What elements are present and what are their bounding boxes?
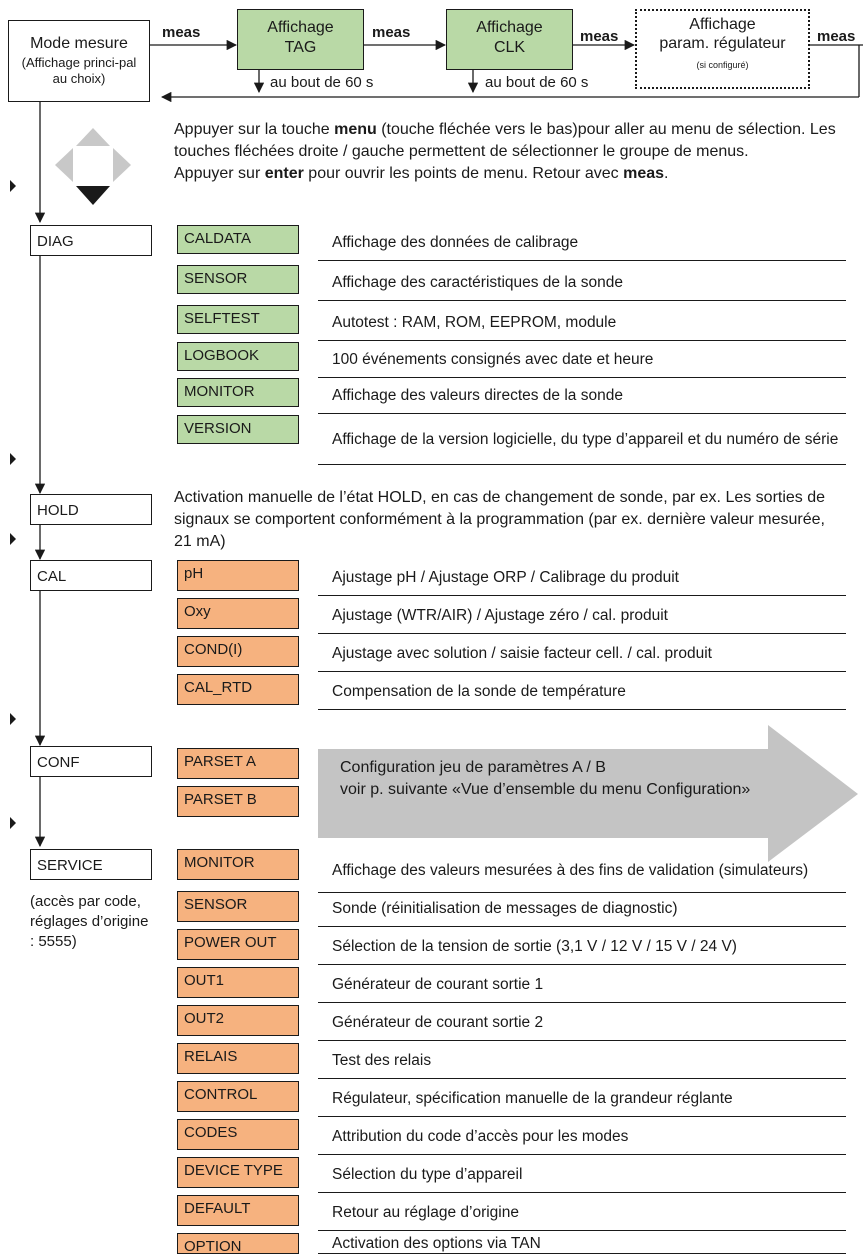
menu-item-default[interactable]: DEFAULT xyxy=(177,1195,299,1226)
menu-item-description: Affichage des données de calibrage xyxy=(318,225,846,261)
intro-p2-mid: pour ouvrir les points de menu. Retour a… xyxy=(303,165,624,182)
menu-item-description: Compensation de la sonde de température xyxy=(318,674,846,710)
display-tag-box: Affichage TAG xyxy=(237,9,364,70)
group-hold: HOLD xyxy=(30,494,152,525)
menu-item-description: Autotest : RAM, ROM, EEPROM, module xyxy=(318,305,846,341)
menu-item-description: Générateur de courant sortie 2 xyxy=(318,1005,846,1041)
display-clk-box: Affichage CLK xyxy=(446,9,573,70)
menu-item-version[interactable]: VERSION xyxy=(177,415,299,444)
intro-key-enter: enter xyxy=(264,165,304,182)
menu-item-description: Ajustage avec solution / saisie facteur … xyxy=(318,636,846,672)
hold-text: Activation manuelle de l’état HOLD, en c… xyxy=(174,489,826,550)
right-key-icon xyxy=(113,148,131,182)
menu-item-out1[interactable]: OUT1 xyxy=(177,967,299,998)
menu-item-description: Affichage des valeurs mesurées à des fin… xyxy=(318,849,846,893)
menu-item-codes[interactable]: CODES xyxy=(177,1119,299,1150)
menu-item-cal-rtd[interactable]: CAL_RTD xyxy=(177,674,299,705)
conf-text-line1: Configuration jeu de paramètres A / B xyxy=(340,759,606,776)
menu-item-selftest[interactable]: SELFTEST xyxy=(177,305,299,334)
intro-p2-end: . xyxy=(664,165,669,182)
menu-item-control[interactable]: CONTROL xyxy=(177,1081,299,1112)
menu-item-caldata[interactable]: CALDATA xyxy=(177,225,299,254)
left-key-icon xyxy=(55,148,73,182)
intro-p1-post: (touche fléchée vers le bas)pour aller a… xyxy=(174,121,836,160)
marker-icon xyxy=(10,453,16,465)
mode-mesure-box: Mode mesure (Affichage princi-pal au cho… xyxy=(8,20,150,102)
timeout-label: au bout de 60 s xyxy=(485,74,589,91)
menu-item-description: Attribution du code d’accès pour les mod… xyxy=(318,1119,846,1155)
menu-item-logbook[interactable]: LOGBOOK xyxy=(177,342,299,371)
meas-label: meas xyxy=(817,28,856,45)
meas-label: meas xyxy=(580,28,619,45)
menu-item-description: 100 événements consignés avec date et he… xyxy=(318,342,846,378)
timeout-label: au bout de 60 s xyxy=(270,74,374,91)
menu-item-description: Test des relais xyxy=(318,1043,846,1079)
display-regulator-note: (si configuré) xyxy=(696,60,749,70)
intro-text: Appuyer sur la touche menu (touche fléch… xyxy=(174,119,844,185)
display-clk-line2: CLK xyxy=(493,39,526,56)
menu-item-monitor[interactable]: MONITOR xyxy=(177,378,299,407)
menu-item-relais[interactable]: RELAIS xyxy=(177,1043,299,1074)
menu-item-parset-a[interactable]: PARSET A xyxy=(177,748,299,779)
display-regulator-line2: param. régulateur xyxy=(659,35,786,52)
menu-item-oxy[interactable]: Oxy xyxy=(177,598,299,629)
intro-key-meas: meas xyxy=(623,165,665,182)
marker-icon xyxy=(10,533,16,545)
menu-item-description: Sélection du type d’appareil xyxy=(318,1157,846,1193)
menu-item-description: Affichage des caractéristiques de la son… xyxy=(318,265,846,301)
menu-item-cond-i-[interactable]: COND(I) xyxy=(177,636,299,667)
menu-item-description: Retour au réglage d’origine xyxy=(318,1195,846,1231)
conf-text: Configuration jeu de paramètres A / B vo… xyxy=(340,757,750,801)
intro-p1-pre: Appuyer sur la touche xyxy=(174,121,335,138)
marker-icon xyxy=(10,180,16,192)
display-clk-line1: Affichage xyxy=(476,19,543,36)
group-cal: CAL xyxy=(30,560,152,591)
mode-title: Mode mesure xyxy=(30,35,128,52)
menu-item-monitor[interactable]: MONITOR xyxy=(177,849,299,880)
menu-item-out2[interactable]: OUT2 xyxy=(177,1005,299,1036)
intro-key-menu: menu xyxy=(334,121,377,138)
menu-item-description: Affichage de la version logicielle, du t… xyxy=(318,415,846,465)
display-tag-line2: TAG xyxy=(284,39,317,56)
menu-item-ph[interactable]: pH xyxy=(177,560,299,591)
marker-icon xyxy=(10,713,16,725)
mode-subtitle: (Affichage princi-pal au choix) xyxy=(21,55,137,86)
menu-item-description: Ajustage pH / Ajustage ORP / Calibrage d… xyxy=(318,560,846,596)
group-conf: CONF xyxy=(30,746,152,777)
marker-icon xyxy=(10,817,16,829)
group-service: SERVICE xyxy=(30,849,152,880)
meas-label: meas xyxy=(162,24,201,41)
menu-item-parset-b[interactable]: PARSET B xyxy=(177,786,299,817)
group-diag: DIAG xyxy=(30,225,152,256)
display-tag-line1: Affichage xyxy=(267,19,334,36)
menu-item-description: Affichage des valeurs directes de la son… xyxy=(318,378,846,414)
menu-item-description: Activation des options via TAN xyxy=(318,1233,846,1254)
menu-item-power-out[interactable]: POWER OUT xyxy=(177,929,299,960)
display-regulator-line1: Affichage xyxy=(689,16,756,33)
menu-item-option[interactable]: OPTION xyxy=(177,1233,299,1255)
menu-item-device-type[interactable]: DEVICE TYPE xyxy=(177,1157,299,1188)
up-key-icon xyxy=(76,128,110,146)
menu-item-description: Sélection de la tension de sortie (3,1 V… xyxy=(318,929,846,965)
menu-item-description: Ajustage (WTR/AIR) / Ajustage zéro / cal… xyxy=(318,598,846,634)
menu-item-description: Générateur de courant sortie 1 xyxy=(318,967,846,1003)
meas-label: meas xyxy=(372,24,411,41)
display-regulator-box: Affichage param. régulateur (si configur… xyxy=(635,9,810,89)
conf-arrow-shape xyxy=(318,725,858,862)
menu-item-sensor[interactable]: SENSOR xyxy=(177,265,299,294)
down-key-icon xyxy=(76,186,110,205)
service-note: (accès par code, réglages d’origine : 55… xyxy=(30,893,149,950)
menu-item-sensor[interactable]: SENSOR xyxy=(177,891,299,922)
menu-item-description: Régulateur, spécification manuelle de la… xyxy=(318,1081,846,1117)
menu-item-description: Sonde (réinitialisation de messages de d… xyxy=(318,891,846,927)
intro-p2-pre: Appuyer sur xyxy=(174,165,265,182)
conf-text-line2: voir p. suivante «Vue d’ensemble du menu… xyxy=(340,781,751,798)
